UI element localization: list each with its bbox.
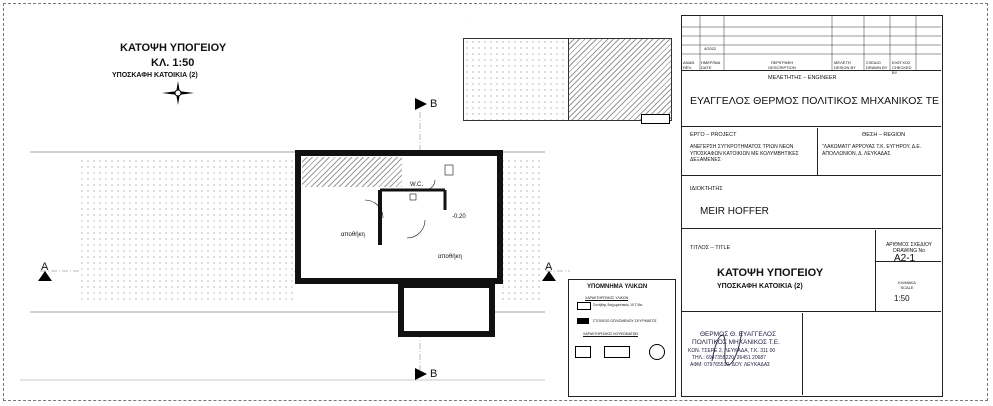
section-a-left-arrow-icon bbox=[38, 271, 52, 281]
legend-title: ΥΠΟΜΝΗΜΑ ΥΛΙΚΩΝ bbox=[587, 284, 648, 290]
project-divider bbox=[817, 128, 818, 175]
level-mark: -0.20 bbox=[452, 214, 466, 220]
title-main: ΚΑΤΟΨΗ ΥΠΟΓΕΙΟΥ bbox=[717, 267, 824, 279]
legend-item-1: Συνήθης διαχωριστικός 10 Τ.Βα. bbox=[593, 303, 643, 307]
legend-subtitle-2: ΧΑΡΑΚΤΗΡΙΣΜΟΣ ΚΟΥΦΩΜΑΤΩΝ bbox=[583, 332, 638, 336]
title-divider bbox=[875, 230, 876, 311]
drawing-subtitle: ΥΠΟΣΚΑΦΗ ΚΑΤΟΙΚΙΑ (2) bbox=[112, 72, 198, 79]
legend-item-2: ΣΤΟΙΧΕΙΟ ΟΠΛΙΣΜΕΝΟΥ ΣΚΥΡ/ΜΑΤΟΣ bbox=[593, 319, 657, 323]
title-label: ΤΙΤΛΟΣ – TITLE bbox=[690, 245, 731, 251]
engineer-name: ΕΥΑΓΓΕΛΟΣ ΘΕΡΜΟΣ ΠΟΛΙΤΙΚΟΣ ΜΗΧΑΝΙΚΟΣ ΤΕ bbox=[690, 95, 940, 107]
rev-header-rev: ΑΝΑΘ. REV. bbox=[683, 60, 696, 70]
project-section: ΕΡΓΟ – PROJECT ΑΝΕΓΕΡΣΗ ΣΥΓΚΡΟΤΗΜΑΤΟΣ ΤΡ… bbox=[682, 128, 941, 176]
materials-legend: ΥΠΟΜΝΗΜΑ ΥΛΙΚΩΝ ΧΑΡΑΚΤΗΡΙΣΜΟΣ ΥΛΙΚΩΝ Συν… bbox=[568, 279, 676, 397]
site-plan-right bbox=[568, 38, 672, 121]
section-b-bottom-arrow-icon bbox=[415, 368, 427, 380]
scale-value: 1:50 bbox=[894, 294, 910, 303]
stamp-divider bbox=[802, 313, 803, 395]
owner-name: MEIR HOFFER bbox=[700, 206, 769, 217]
rev-header-checked: ΕΛΕΓΧΟΣ CHECKED BY bbox=[892, 60, 912, 75]
site-plan-marker bbox=[641, 114, 670, 124]
drawing-no-label: ΑΡΙΘΜΟΣ ΣΧΕΔΙΟΥ DRAWING No bbox=[885, 242, 933, 254]
rev-header-date: ΗΜΕΡ/ΝΙΑ DATE bbox=[701, 60, 721, 70]
rev-header-design: ΜΕΛΕΤΗ DESIGN BY bbox=[834, 60, 856, 70]
region-text: "ΛΑΚΩΜΑΤΙ" ΑΡΡΟΥΑΣ Τ.Κ. ΕΥΓΗΡΟΥ, Δ.Ε. ΑΠ… bbox=[822, 144, 922, 157]
legend-swatch-2 bbox=[577, 318, 589, 324]
owner-label: ΙΔΙΟΚΤΗΤΗΣ bbox=[690, 186, 723, 192]
signature-icon bbox=[711, 330, 743, 366]
room-label-right: αποθήκη bbox=[438, 254, 462, 260]
legend-window bbox=[649, 344, 665, 360]
rev-header-drawn: ΣΧΕΔΙΟ DRAWN BY bbox=[866, 60, 888, 70]
section-b-top-arrow-icon bbox=[415, 98, 427, 110]
section-a-right-arrow-icon bbox=[542, 271, 556, 281]
drawing-no-divider bbox=[875, 261, 941, 262]
sheet-border bbox=[3, 3, 988, 401]
drawing-number: A2-1 bbox=[894, 253, 916, 264]
stair-hatch bbox=[302, 157, 402, 187]
stamp-line-2: ΠΟΛΙΤΙΚΟΣ ΜΗΧΑΝΙΚΟΣ Τ.Ε. bbox=[692, 339, 780, 346]
area-note: . bbox=[466, 17, 468, 22]
title-block: 4/2022 ΑΝΑΘ. REV. ΗΜΕΡ/ΝΙΑ DATE ΠΕΡΙΓΡΑΦ… bbox=[681, 15, 943, 397]
terrain-left bbox=[79, 158, 294, 304]
stamp-line-3: ΚΩΝ. ΤΣΕΡΕ 2, ΛΕΥΚΑΔΑ, Τ.Κ. 311 00 bbox=[688, 348, 776, 354]
rev-date: 4/2022 bbox=[704, 46, 717, 51]
section-a-right: A bbox=[545, 261, 553, 273]
region-label: ΘΕΣΗ – REGION bbox=[862, 132, 906, 138]
owner-section: ΙΔΙΟΚΤΗΤΗΣ MEIR HOFFER bbox=[682, 177, 941, 229]
basement-annex bbox=[398, 282, 495, 337]
scale-label: ΚΛΙΜΑΚΑ SCALE bbox=[898, 280, 916, 290]
stamp-line-4: ΤΗΛ.: 6947355220, 26451 20687 bbox=[692, 355, 766, 361]
section-b-top: B bbox=[430, 98, 438, 110]
drawing-scale: ΚΛ. 1:50 bbox=[151, 57, 195, 69]
stamp-line-5: ΑΦΜ: 079765530, ΔΟΥ. ΛΕΥΚΑΔΑΣ bbox=[690, 362, 771, 368]
drawing-title: ΚΑΤΟΨΗ ΥΠΟΓΕΙΟΥ bbox=[120, 42, 227, 54]
stamp-section: ΘΕΡΜΟΣ Θ. ΕΥΑΓΓΕΛΟΣ ΠΟΛΙΤΙΚΟΣ ΜΗΧΑΝΙΚΟΣ … bbox=[682, 313, 941, 395]
section-b-bottom: B bbox=[430, 368, 438, 380]
revision-table: 4/2022 ΑΝΑΘ. REV. ΗΜΕΡ/ΝΙΑ DATE ΠΕΡΙΓΡΑΦ… bbox=[682, 16, 941, 75]
revision-grid bbox=[682, 16, 941, 71]
stamp-line-1: ΘΕΡΜΟΣ Θ. ΕΥΑΓΓΕΛΟΣ bbox=[700, 331, 776, 338]
legend-subtitle-1: ΧΑΡΑΚΤΗΡΙΣΜΟΣ ΥΛΙΚΩΝ bbox=[585, 296, 629, 300]
room-label-left: αποθήκη bbox=[341, 232, 365, 238]
engineer-section: ΜΕΛΕΤΗΤΗΣ – ENGINEER ΕΥΑΓΓΕΛΟΣ ΘΕΡΜΟΣ ΠΟ… bbox=[682, 72, 941, 127]
rev-header-description: ΠΕΡΙΓΡΑΦΗ DESCRIPTION bbox=[768, 60, 796, 70]
engineer-label: ΜΕΛΕΤΗΤΗΣ – ENGINEER bbox=[768, 75, 837, 81]
interior-elements bbox=[364, 164, 454, 245]
site-plan-left bbox=[463, 38, 569, 121]
title-section: ΤΙΤΛΟΣ – TITLE ΚΑΤΟΨΗ ΥΠΟΓΕΙΟΥ ΥΠΟΣΚΑΦΗ … bbox=[682, 230, 941, 312]
terrain-right bbox=[500, 158, 544, 304]
legend-door-2 bbox=[604, 346, 630, 358]
project-label: ΕΡΓΟ – PROJECT bbox=[690, 132, 737, 138]
legend-swatch-1 bbox=[577, 302, 591, 310]
room-label-wc: W.C. bbox=[410, 182, 423, 188]
legend-door-1 bbox=[575, 346, 591, 358]
section-a-left: A bbox=[41, 261, 49, 273]
project-text: ΑΝΕΓΕΡΣΗ ΣΥΓΚΡΟΤΗΜΑΤΟΣ ΤΡΙΩΝ ΝΕΩΝ ΥΠΟΣΚΑ… bbox=[690, 144, 799, 163]
north-arrow-icon bbox=[162, 81, 194, 105]
title-sub: ΥΠΟΣΚΑΦΗ ΚΑΤΟΙΚΙΑ (2) bbox=[717, 283, 803, 290]
